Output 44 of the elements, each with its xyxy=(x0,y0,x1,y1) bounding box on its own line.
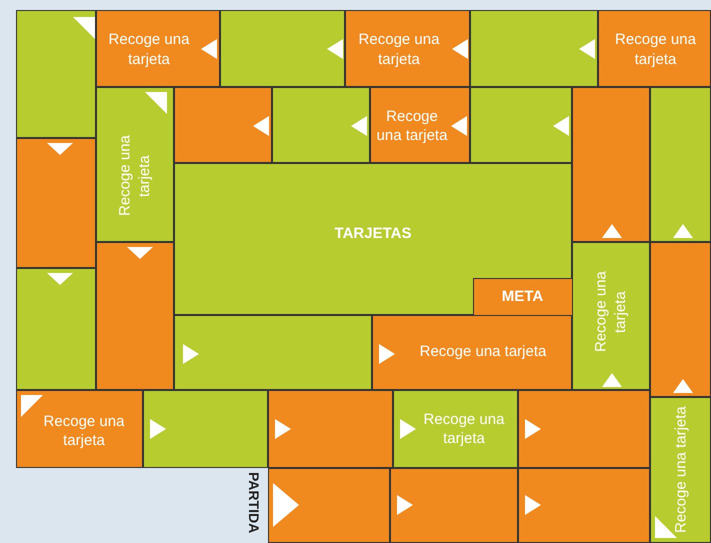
board-space xyxy=(16,390,143,468)
board-space xyxy=(393,390,518,468)
board-space xyxy=(473,278,573,316)
space-label: Recoge una tarjeta xyxy=(108,30,190,70)
board-space xyxy=(96,10,220,87)
board-space xyxy=(572,87,650,242)
board-space xyxy=(650,242,711,397)
space-label: Recoge una tarjeta xyxy=(418,342,548,362)
board-space xyxy=(268,390,393,468)
board-space xyxy=(518,468,650,543)
board-space xyxy=(470,10,598,87)
board-space xyxy=(16,138,96,268)
board-space xyxy=(518,390,650,468)
board-space xyxy=(272,87,370,163)
space-label: Recoge una tarjeta xyxy=(592,270,630,354)
space-label: Recoge una tarjeta xyxy=(358,30,440,70)
space-label: Recoge una tarjeta xyxy=(422,410,506,449)
board-space xyxy=(174,315,372,390)
space-label: META xyxy=(500,286,544,307)
board-space xyxy=(598,10,711,87)
space-label: TARJETAS xyxy=(334,224,412,244)
space-label: Recoge una tarjeta xyxy=(42,412,126,451)
board-space xyxy=(390,468,518,543)
board-space xyxy=(96,87,174,242)
start-label: PARTIDA xyxy=(246,472,262,534)
board-space xyxy=(174,87,272,163)
space-label: Recoge una tarjeta xyxy=(614,30,697,70)
space-label: Recoge una tarjeta xyxy=(376,106,448,146)
board-space xyxy=(370,87,470,163)
board-space xyxy=(220,10,345,87)
board-space xyxy=(470,87,572,163)
board-space xyxy=(268,468,390,543)
space-label: Recoge una tarjeta xyxy=(117,134,153,218)
board-space xyxy=(16,268,96,390)
board-space xyxy=(650,397,711,543)
space-label: Recoge una tarjeta xyxy=(671,405,690,536)
board-space xyxy=(96,242,174,390)
board-space xyxy=(650,87,711,242)
board-space xyxy=(174,163,572,315)
board-space xyxy=(372,315,572,390)
board-space xyxy=(16,10,96,138)
board-space xyxy=(345,10,470,87)
board-space xyxy=(572,242,650,390)
board-space xyxy=(143,390,268,468)
